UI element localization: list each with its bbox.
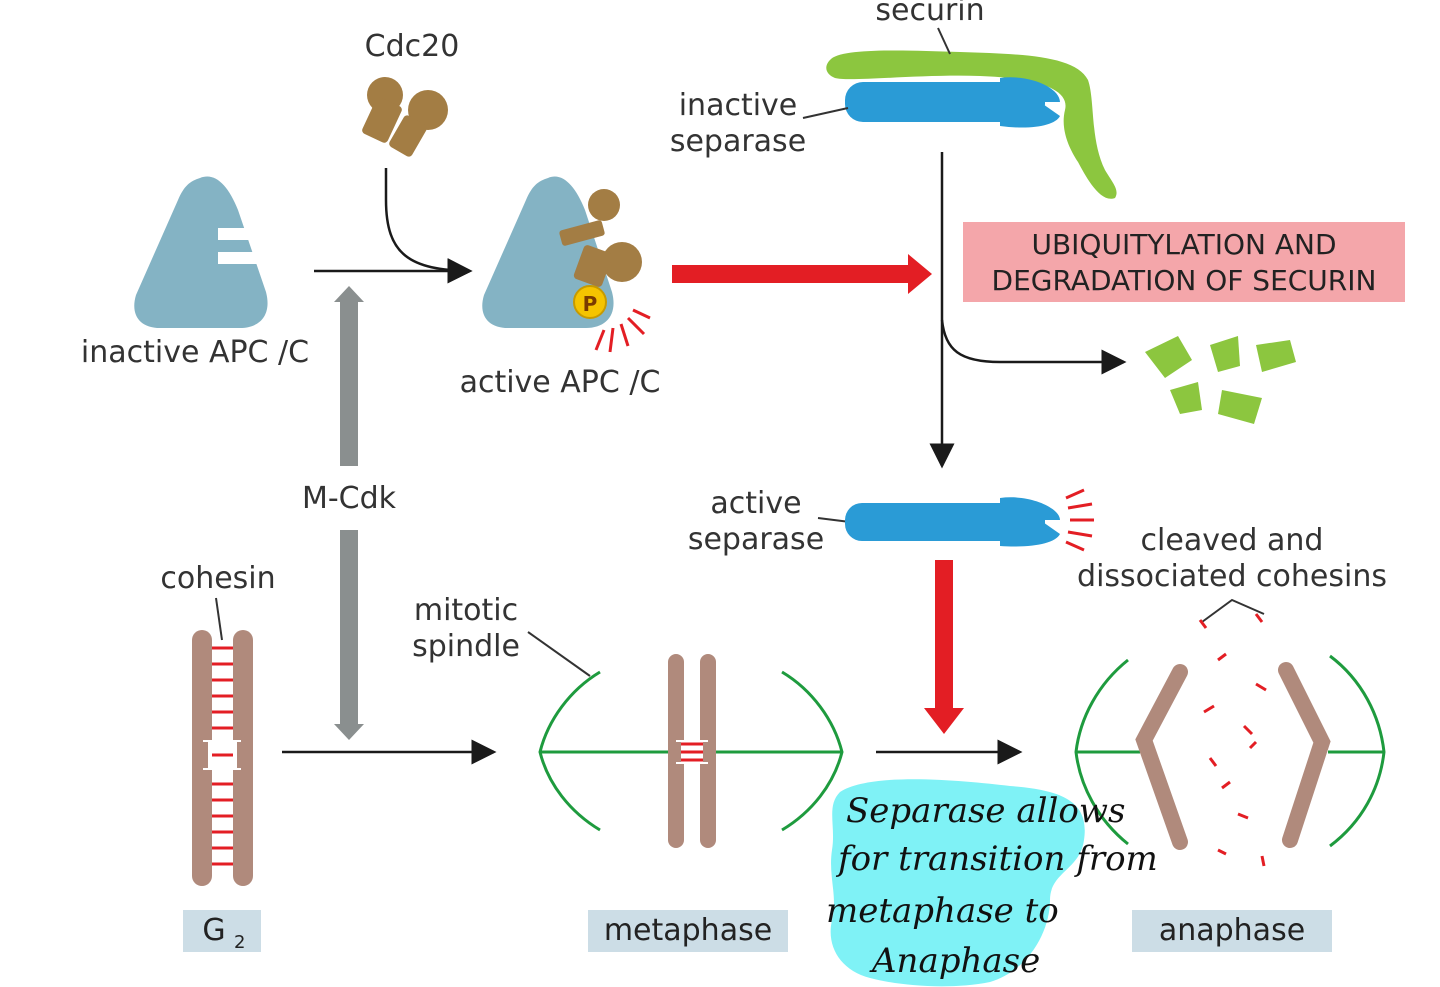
metaphase-label: metaphase — [604, 913, 772, 948]
inactive-separase-label-1: inactive — [679, 88, 798, 123]
handwritten-line-4: Anaphase — [869, 941, 1040, 981]
mcdk-double-arrow — [334, 286, 364, 740]
active-separase-leader — [817, 517, 851, 523]
separase-activity-rays — [1065, 488, 1094, 552]
securin-label: securin — [875, 0, 984, 28]
cleaved-leader — [1201, 598, 1265, 623]
mitotic-spindle-label-1: mitotic — [414, 593, 518, 628]
anaphase-chromatid-left — [1135, 664, 1188, 850]
inactive-apc-label: inactive APC /C — [81, 335, 309, 370]
securin-fragments — [1145, 336, 1296, 424]
anaphase-label: anaphase — [1159, 913, 1305, 948]
anaphase-spindle — [1074, 654, 1386, 848]
g2-label: G — [202, 913, 225, 948]
cdc20-label: Cdc20 — [365, 29, 460, 64]
p-badge-label: P — [583, 292, 598, 316]
g2-cohesin-rungs — [212, 646, 233, 866]
metaphase-cohesin-rungs — [681, 742, 703, 762]
apc-to-securin-red-arrow — [672, 254, 932, 294]
metaphase-spindle — [538, 670, 844, 832]
cohesin-leader — [215, 597, 223, 641]
anaphase-box: anaphase — [1132, 910, 1332, 952]
apc-activity-rays — [594, 308, 651, 353]
separase-to-anaphase-red-arrow — [924, 560, 964, 734]
handwritten-line-1: Separase allows — [846, 791, 1125, 831]
active-separase-label-1: active — [710, 486, 801, 521]
handwritten-line-3: metaphase to — [826, 891, 1059, 931]
cdc20-arrow — [384, 168, 473, 284]
inactive-separase-label-2: separase — [670, 124, 806, 159]
degradation-branch-arrow — [940, 319, 1127, 375]
cleaved-cohesin-fragments — [1198, 613, 1267, 867]
highlight-blob — [830, 779, 1085, 987]
cohesin-label: cohesin — [160, 561, 275, 596]
anaphase-chromatid-right — [1278, 662, 1331, 848]
securin-shape — [826, 50, 1117, 199]
mcdk-label: M-Cdk — [302, 481, 397, 516]
banner-line-2: DEGRADATION OF SECURIN — [992, 264, 1377, 297]
active-apc-label: active APC /C — [460, 365, 661, 400]
g2-subscript: 2 — [234, 932, 245, 953]
inactive-apc-shape — [134, 176, 268, 328]
spindle-leader — [527, 631, 591, 677]
handwritten-annotation: Separase allows for transition from meta… — [826, 779, 1158, 987]
securin-leader — [937, 27, 951, 55]
active-separase-label-2: separase — [688, 522, 824, 557]
cleaved-label-1: cleaved and — [1141, 523, 1324, 558]
handwritten-line-2: for transition from — [835, 839, 1158, 879]
separase-leader — [802, 107, 849, 119]
g2-chromosome — [192, 630, 253, 886]
bound-cdc20-shape — [559, 189, 642, 287]
mitotic-spindle-label-2: spindle — [412, 629, 520, 664]
cdc20-shape — [362, 77, 448, 157]
phosphate-badge: P — [573, 285, 607, 319]
ubiquitylation-banner: UBIQUITYLATION AND DEGRADATION OF SECURI… — [963, 222, 1405, 302]
g2-phase-box: G 2 — [183, 910, 261, 953]
active-separase-shape — [845, 497, 1060, 547]
metaphase-box: metaphase — [588, 910, 788, 952]
cleaved-label-2: dissociated cohesins — [1077, 559, 1387, 594]
inactive-separase-shape — [845, 77, 1060, 128]
banner-line-1: UBIQUITYLATION AND — [1031, 228, 1336, 261]
